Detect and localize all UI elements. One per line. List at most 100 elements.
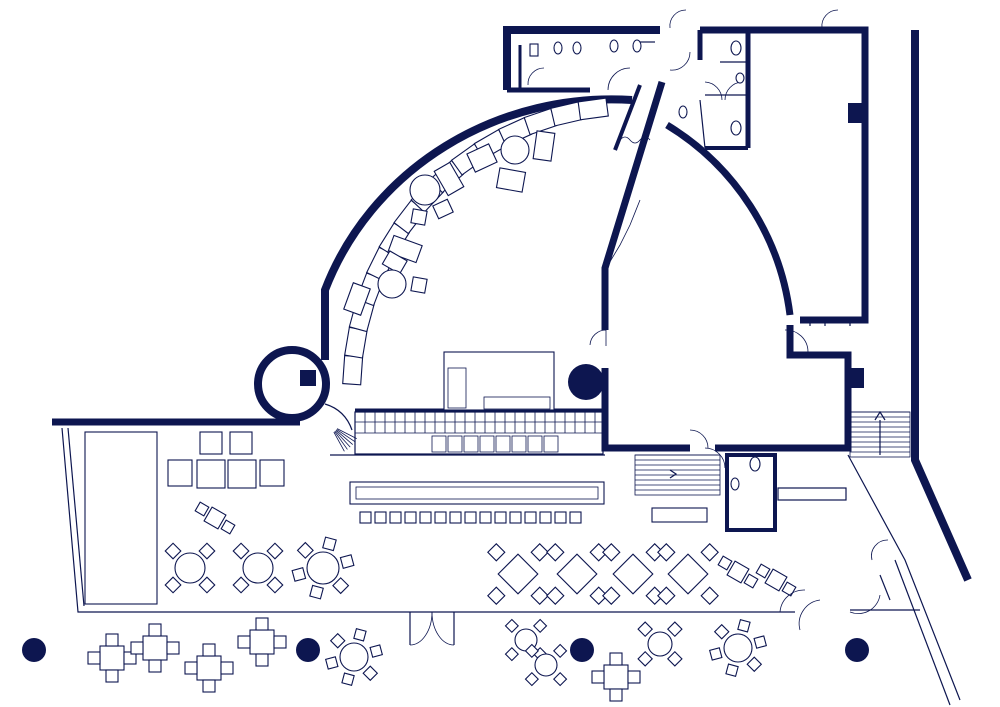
outdoor-square-set [184, 643, 234, 693]
bar-stool [434, 511, 447, 524]
chair [105, 669, 119, 683]
chair [609, 688, 623, 702]
chair [309, 584, 324, 600]
chair [743, 573, 759, 589]
chair [487, 586, 506, 605]
chair [202, 679, 216, 693]
outdoor-table-sets [87, 617, 768, 702]
bar-stool [464, 511, 477, 524]
chair [717, 555, 733, 571]
sofa-seat [227, 459, 257, 489]
chair [504, 647, 519, 662]
chair [322, 536, 337, 552]
chair [753, 635, 768, 649]
chair [553, 672, 568, 687]
chair [202, 643, 216, 657]
chair [667, 621, 683, 637]
bar-stool [509, 511, 522, 524]
chair [530, 543, 549, 562]
bar [349, 351, 605, 524]
round-table-set [324, 627, 384, 687]
stairs [324, 403, 911, 523]
chair [602, 586, 621, 605]
chair [369, 644, 384, 658]
lounge-area [84, 431, 285, 605]
chair [332, 577, 350, 595]
chair [546, 543, 565, 562]
round-table-set [637, 621, 683, 667]
bar-stool [419, 511, 432, 524]
bar-stool [539, 511, 552, 524]
chair [339, 554, 355, 569]
chair [194, 501, 210, 517]
structural-pillars [300, 103, 864, 400]
stair-left [333, 428, 357, 452]
chair [627, 670, 641, 684]
chair [700, 543, 719, 562]
chair [657, 586, 676, 605]
table [647, 631, 673, 657]
table [764, 568, 788, 592]
chair [232, 576, 250, 594]
terrace [61, 427, 961, 706]
chair [781, 581, 797, 597]
chair [602, 543, 621, 562]
bar-stool [449, 511, 462, 524]
bar-stools [359, 511, 582, 524]
chair [291, 567, 307, 582]
chair [164, 576, 182, 594]
chair [737, 618, 751, 633]
column [570, 638, 594, 662]
chair [166, 641, 180, 655]
chair [87, 651, 101, 665]
chair [725, 663, 739, 678]
round-table-set [291, 536, 355, 600]
table [203, 506, 227, 530]
round-tables [164, 536, 355, 600]
table [497, 553, 539, 595]
table [306, 551, 340, 585]
chair [546, 586, 565, 605]
chair [255, 617, 269, 631]
outdoor-square-set [237, 617, 287, 667]
back-bar-shelves [354, 412, 603, 453]
chair [487, 543, 506, 562]
square-table-set [546, 543, 608, 605]
chair [184, 661, 198, 675]
bar-counter [349, 481, 605, 505]
column [296, 638, 320, 662]
chair [700, 586, 719, 605]
table [99, 645, 125, 671]
sofa-seat [259, 459, 285, 487]
chair [232, 542, 250, 560]
restroom-fixtures [529, 39, 851, 501]
column [22, 638, 46, 662]
chair [237, 635, 251, 649]
table [603, 664, 629, 690]
table [723, 633, 753, 663]
chair [329, 632, 346, 649]
square-table-set [602, 543, 664, 605]
chair [645, 586, 664, 605]
outdoor-square-set [591, 652, 641, 702]
chair [164, 542, 182, 560]
chair [637, 621, 653, 637]
table [667, 553, 709, 595]
table [249, 629, 275, 655]
column [845, 638, 869, 662]
chair [148, 659, 162, 673]
doors [409, 9, 891, 646]
sofa-seat [167, 459, 193, 487]
stair-right [849, 411, 911, 458]
entrance-double-door [409, 611, 455, 646]
chair [266, 542, 284, 560]
chair [524, 643, 539, 658]
chair [530, 586, 549, 605]
chair [609, 652, 623, 666]
chair [353, 627, 367, 642]
table [612, 553, 654, 595]
chair [667, 651, 683, 667]
bench-seat [344, 326, 368, 359]
table [142, 635, 168, 661]
